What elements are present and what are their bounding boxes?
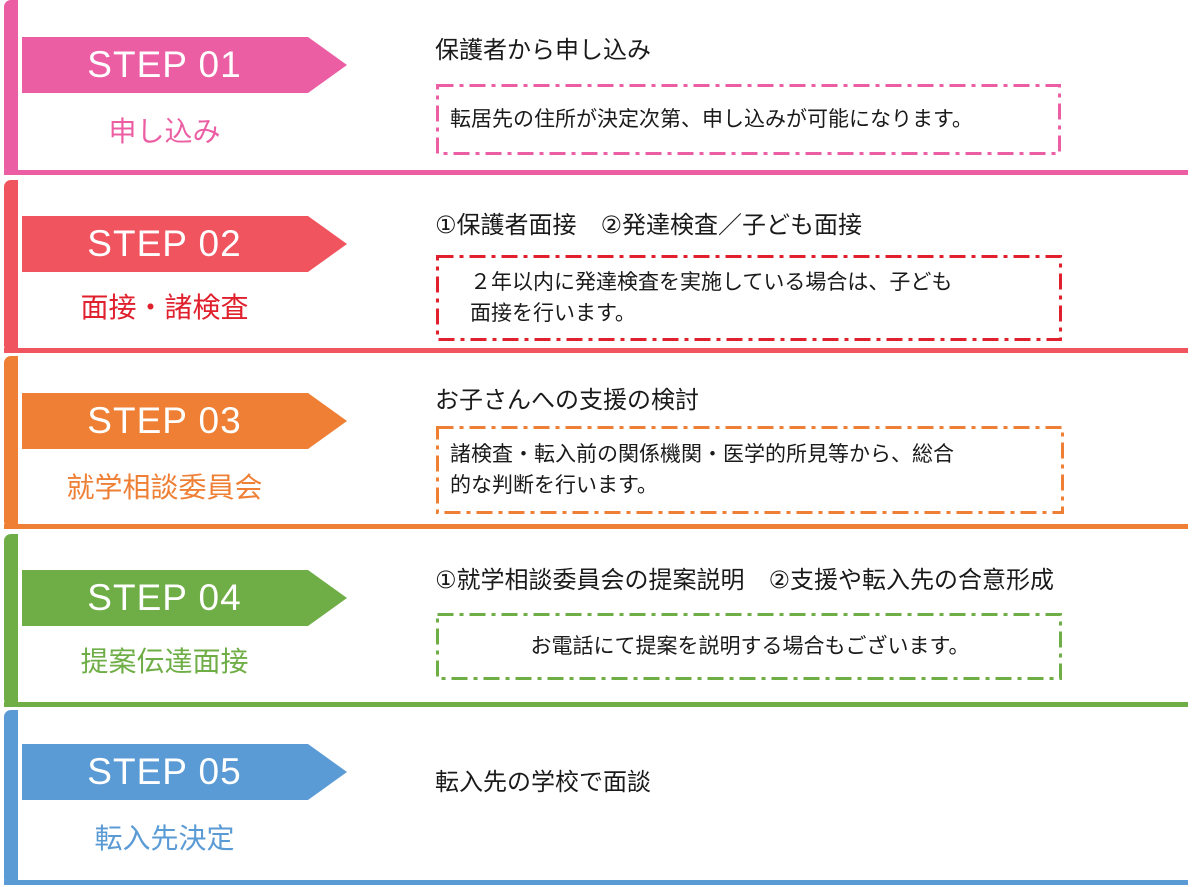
step-03-note-line-2: 的な判断を行います。 (450, 473, 658, 497)
step-03-divider (4, 524, 1188, 529)
step-03-banner: STEP 03 (22, 393, 347, 449)
step-05-vertical-bar (4, 710, 18, 885)
step-02-divider (4, 348, 1188, 353)
step-02-note-text: ２年以内に発達検査を実施している場合は、子ども 面接を行います。 (470, 267, 952, 329)
step-02-subtitle: 面接・諸検査 (80, 291, 249, 324)
step-04-vertical-bar (4, 534, 18, 706)
step-05: STEP 05 転入先決定 転入先の学校で面談 (0, 710, 1200, 887)
step-05-divider (4, 880, 1188, 885)
step-04-subtitle: 提案伝達面接 (80, 645, 249, 678)
step-01-note-text: 転居先の住所が決定次第、申し込みが可能になります。 (450, 107, 973, 131)
step-04-note-box: お電話にて提案を説明する場合もございます。 (436, 613, 1062, 680)
step-05-banner: STEP 05 (22, 744, 347, 800)
step-01-note-box: 転居先の住所が決定次第、申し込みが可能になります。 (436, 84, 1061, 155)
step-03-note-line-1: 諸検査・転入前の関係機関・医学的所見等から、総合 (450, 442, 954, 466)
step-01: STEP 01 申し込み 保護者から申し込み 転居先の住所が決定次第、申し込みが… (0, 0, 1200, 180)
dashed-border-icon (436, 613, 1062, 680)
step-04-divider (4, 702, 1188, 707)
step-01-vertical-bar (4, 0, 18, 175)
step-03-note-text: 諸検査・転入前の関係機関・医学的所見等から、総合 的な判断を行います。 (450, 439, 954, 501)
step-02-note-line-1: ２年以内に発達検査を実施している場合は、子ども (470, 270, 953, 294)
dashed-border-icon (436, 255, 1062, 341)
step-02-note-box: ２年以内に発達検査を実施している場合は、子ども 面接を行います。 (436, 255, 1062, 341)
dashed-border-icon (436, 84, 1061, 155)
step-03-vertical-bar (4, 356, 18, 528)
dashed-border-icon (436, 426, 1064, 514)
step-02-note-line-2: 面接を行います。 (470, 301, 636, 325)
step-03-subtitle: 就学相談委員会 (66, 471, 263, 504)
step-03-note-box: 諸検査・転入前の関係機関・医学的所見等から、総合 的な判断を行います。 (436, 426, 1064, 514)
step-02-vertical-bar (4, 180, 18, 352)
step-02-heading: ①保護者面接 ②発達検査／子ども面接 (435, 211, 863, 239)
step-01-heading: 保護者から申し込み (435, 36, 651, 64)
step-01-subtitle: 申し込み (108, 115, 221, 148)
step-01-banner: STEP 01 (22, 37, 347, 93)
step-03-heading: お子さんへの支援の検討 (435, 386, 699, 414)
step-05-heading: 転入先の学校で面談 (435, 768, 651, 796)
step-04: STEP 04 提案伝達面接 ①就学相談委員会の提案説明 ②支援や転入先の合意形… (0, 534, 1200, 710)
step-04-heading: ①就学相談委員会の提案説明 ②支援や転入先の合意形成 (435, 566, 1055, 594)
step-01-divider (4, 170, 1188, 175)
step-02: STEP 02 面接・諸検査 ①保護者面接 ②発達検査／子ども面接 ２年以内に発… (0, 180, 1200, 356)
step-04-banner: STEP 04 (22, 570, 347, 626)
step-05-subtitle: 転入先決定 (94, 822, 235, 855)
step-03: STEP 03 就学相談委員会 お子さんへの支援の検討 諸検査・転入前の関係機関… (0, 356, 1200, 534)
step-02-banner: STEP 02 (22, 216, 347, 272)
step-04-note-text: お電話にて提案を説明する場合もございます。 (530, 634, 970, 658)
